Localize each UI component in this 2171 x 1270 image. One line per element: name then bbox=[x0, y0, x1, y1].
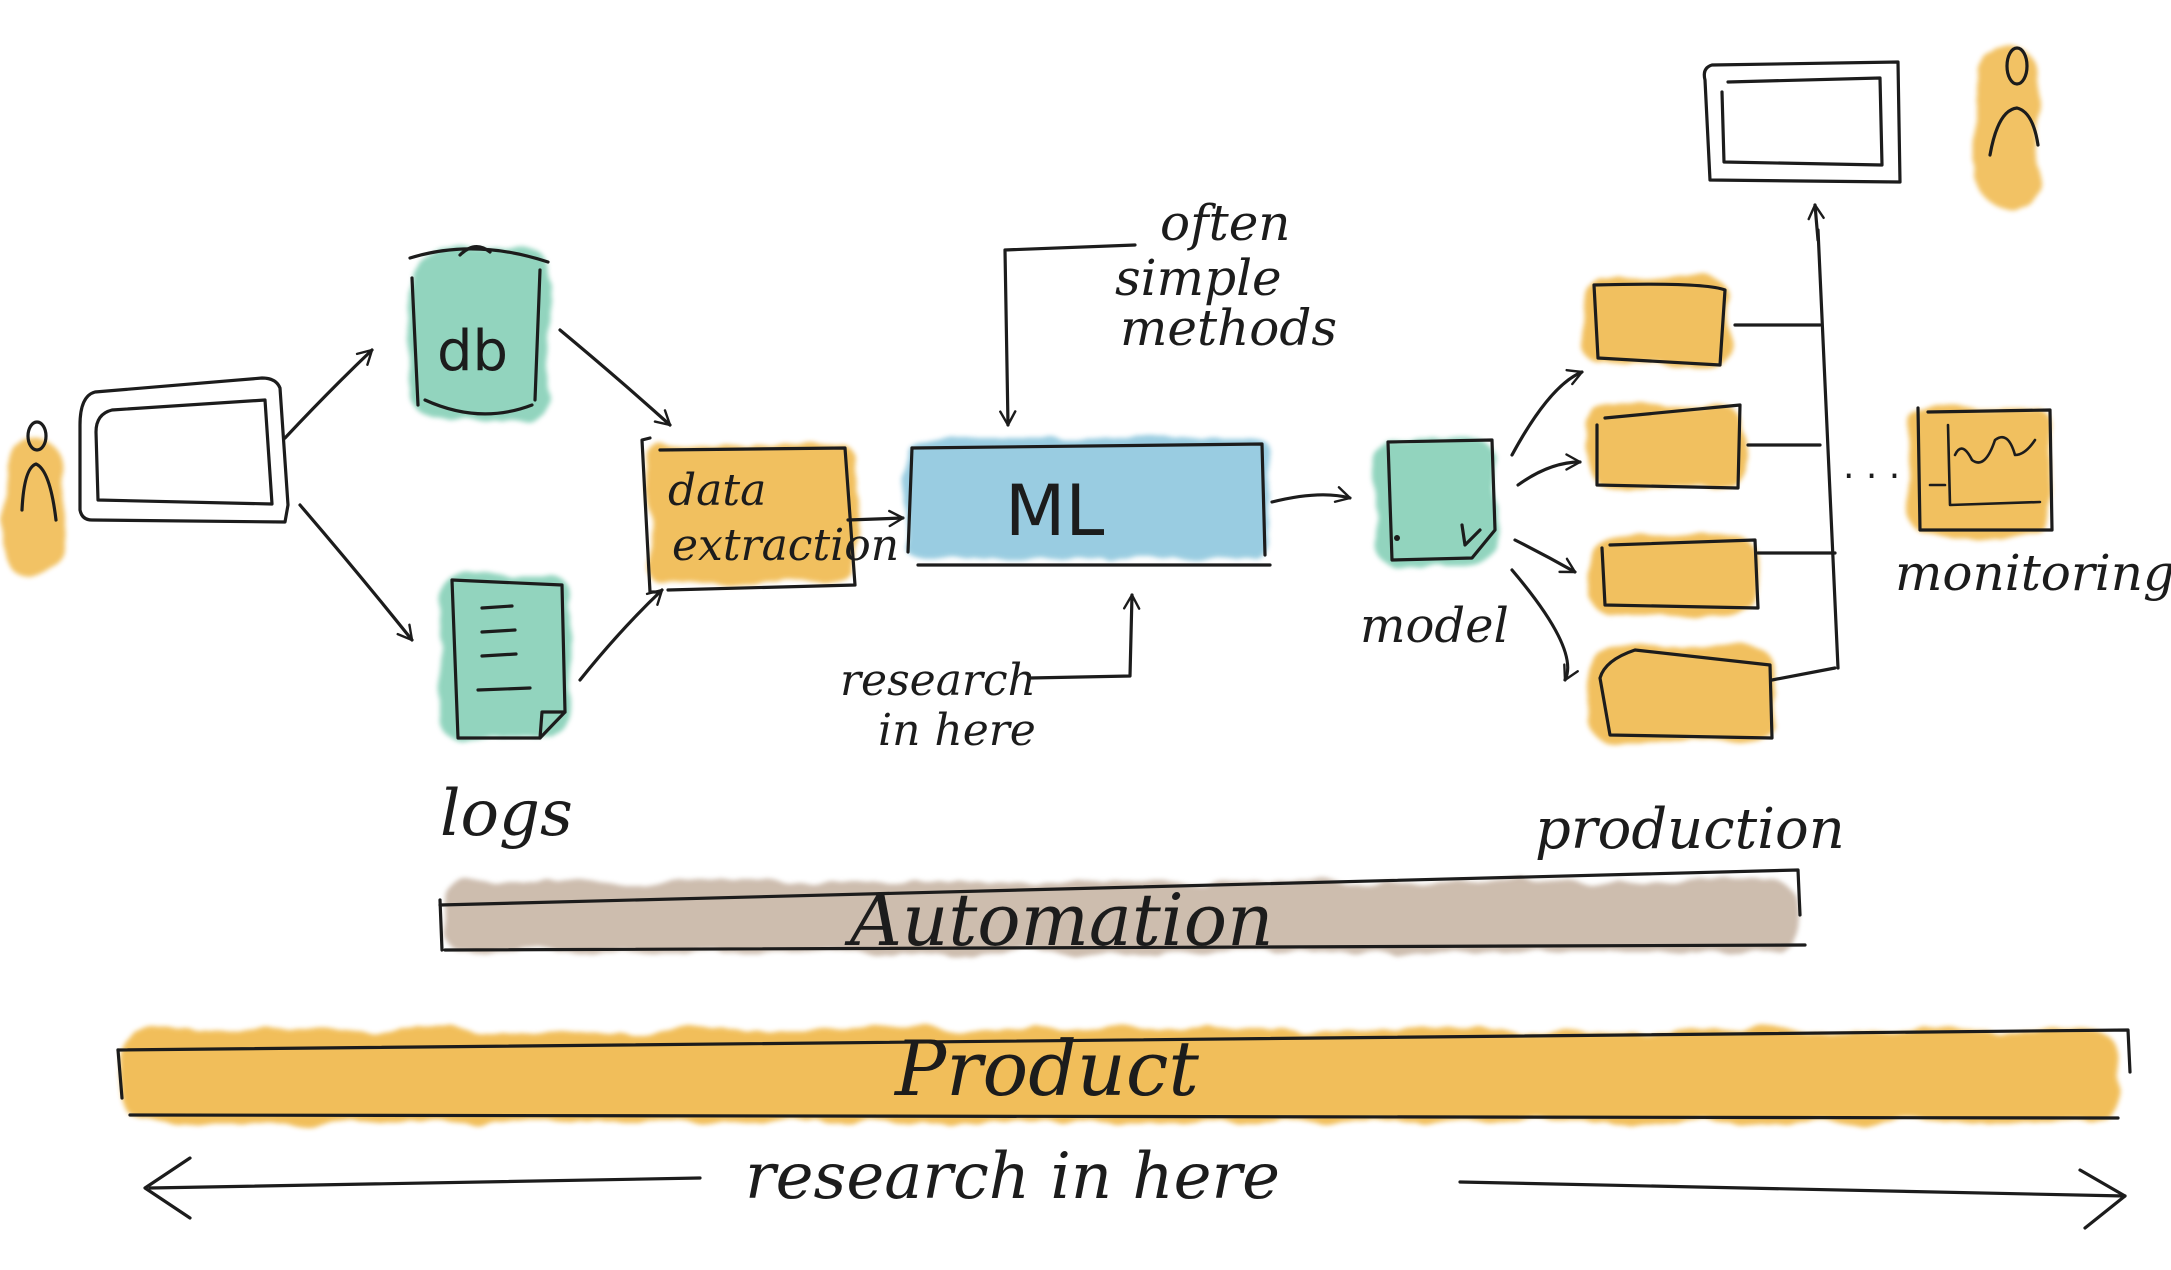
logs: logs bbox=[440, 575, 573, 851]
monitoring-label: monitoring bbox=[1895, 544, 2171, 602]
production-connector: · · · bbox=[1733, 203, 1900, 682]
annotation-often-simple-methods: often simple methods bbox=[999, 194, 1337, 427]
methods-label: methods bbox=[1120, 299, 1337, 357]
automation-bar: Automation bbox=[438, 868, 1807, 962]
production: production bbox=[1535, 278, 1845, 862]
research-range-left-arrowhead bbox=[143, 1156, 192, 1220]
ellipsis-dots: · · · bbox=[1843, 456, 1900, 497]
ml-label: ML bbox=[1005, 470, 1104, 552]
model-wash bbox=[1375, 440, 1495, 565]
database-icon bbox=[408, 245, 550, 416]
logs-wash bbox=[440, 575, 570, 740]
monitoring-wash bbox=[1910, 405, 2050, 535]
person-icon bbox=[1988, 46, 2040, 157]
automation-wash bbox=[445, 882, 1795, 952]
screen-icon bbox=[78, 376, 290, 524]
research-range: research in here bbox=[143, 1140, 2127, 1230]
ml-block: ML bbox=[905, 438, 1272, 567]
data-extraction-wash bbox=[650, 445, 855, 585]
arrow-research-to-ml bbox=[1028, 593, 1141, 680]
research-small-line2: in here bbox=[878, 705, 1036, 756]
automation-label: Automation bbox=[844, 878, 1274, 962]
arrow-model-to-prod-1 bbox=[1510, 368, 1584, 457]
product-wash bbox=[120, 1030, 2120, 1122]
research-bottom-label: research in here bbox=[745, 1140, 1280, 1214]
arrow-ml-to-model bbox=[1270, 486, 1352, 504]
production-wash-3 bbox=[1590, 535, 1755, 615]
annotation-research-small: research in here bbox=[840, 593, 1141, 756]
arrow-model-to-prod-2 bbox=[1516, 453, 1582, 487]
data-extraction: data extraction bbox=[640, 436, 899, 594]
research-range-right-line bbox=[1458, 1180, 2127, 1198]
production-wash-4 bbox=[1590, 648, 1775, 743]
data-extraction-label-line2: extraction bbox=[672, 520, 899, 571]
person-icon bbox=[20, 420, 58, 522]
production-wash-1 bbox=[1580, 278, 1730, 363]
product-label: Product bbox=[893, 1024, 1199, 1113]
research-range-right-arrowhead bbox=[2078, 1168, 2127, 1230]
user-left-wash bbox=[6, 440, 64, 580]
user-top-right-wash bbox=[1975, 45, 2037, 205]
database-wash bbox=[410, 245, 550, 420]
arrow-extraction-to-ml bbox=[846, 509, 905, 528]
research-range-left-line bbox=[148, 1176, 702, 1190]
often-label: often bbox=[1160, 194, 1291, 252]
arrow-methods-to-ml bbox=[999, 243, 1137, 427]
arrow-model-to-prod-3 bbox=[1513, 538, 1577, 574]
production-wash-2 bbox=[1590, 408, 1745, 488]
arrow-screen-to-logs bbox=[298, 503, 414, 642]
data-extraction-label-line1: data bbox=[668, 465, 766, 516]
model-file-icon bbox=[1386, 438, 1497, 562]
monitoring: monitoring bbox=[1895, 405, 2171, 602]
model-label: model bbox=[1360, 598, 1509, 654]
user-top-right bbox=[1975, 45, 2040, 205]
arrow-to-top-screen bbox=[1807, 203, 1825, 242]
research-small-line1: research bbox=[840, 655, 1036, 706]
model: model bbox=[1360, 438, 1509, 654]
arrow-screen-to-db bbox=[283, 348, 374, 440]
arrow-logs-to-extraction bbox=[578, 588, 664, 682]
ml-wash bbox=[905, 438, 1270, 558]
database: db bbox=[408, 245, 550, 420]
logs-label: logs bbox=[440, 777, 573, 851]
arrow-model-to-prod-4 bbox=[1510, 568, 1579, 682]
product-bar: Product bbox=[116, 1024, 2132, 1122]
simple-label: simple bbox=[1115, 249, 1282, 307]
database-label: db bbox=[437, 319, 508, 384]
user-left bbox=[6, 420, 64, 580]
document-icon bbox=[450, 578, 567, 740]
production-label: production bbox=[1535, 797, 1845, 862]
arrow-db-to-extraction bbox=[558, 328, 672, 427]
screen-icon bbox=[1702, 60, 1902, 184]
chart-icon bbox=[1916, 406, 2054, 532]
